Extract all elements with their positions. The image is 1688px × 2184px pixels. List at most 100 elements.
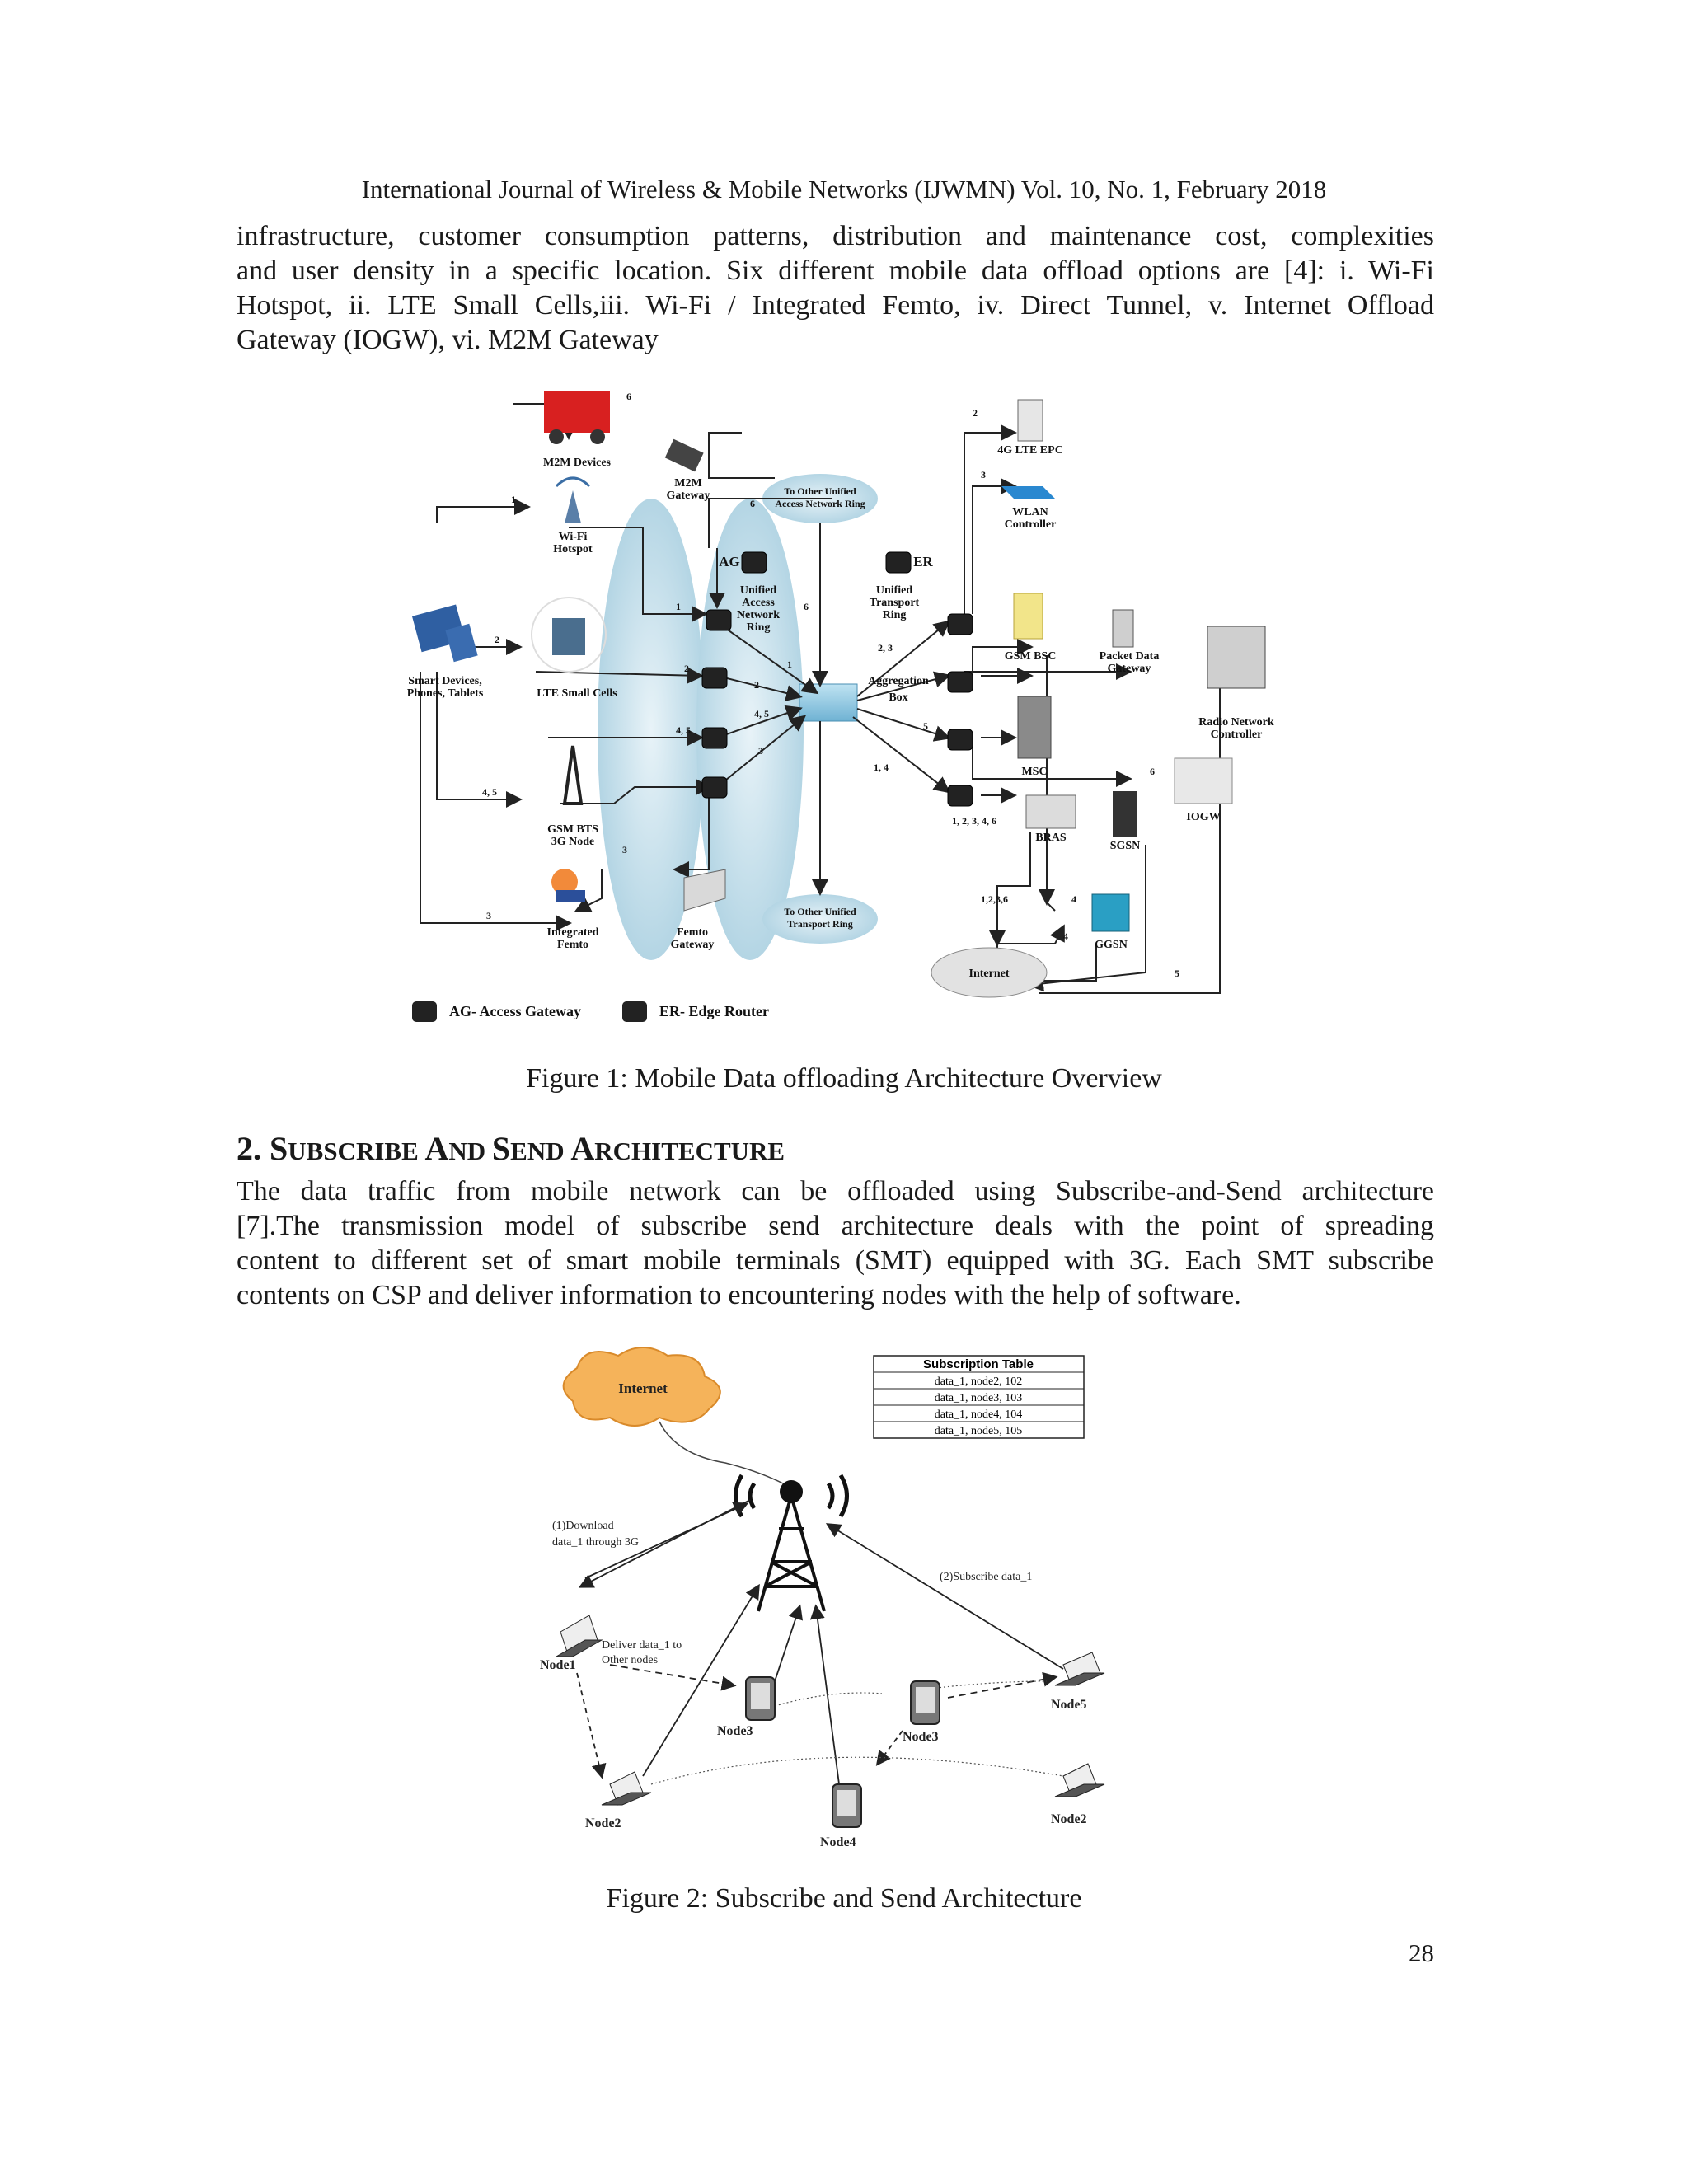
msc-icon [1017, 696, 1052, 759]
wlan-icon [1001, 486, 1055, 499]
edge-number: 4, 5 [676, 724, 691, 736]
label: Transport Ring [787, 918, 852, 930]
label: 3G Node [551, 836, 595, 848]
legend-ag-icon [412, 1001, 437, 1022]
paragraph-2-line: content to different set of smart mobile… [237, 1245, 1434, 1276]
label: Gateway [1108, 663, 1151, 675]
paragraph-1: infrastructure, customer consumption pat… [237, 219, 1434, 358]
deliver-label: Other nodes [602, 1654, 658, 1666]
edge-number: 2 [754, 679, 759, 691]
label: Unified [740, 584, 777, 597]
label: Access [742, 597, 775, 609]
gateway-icon [741, 551, 767, 574]
section-title-char: A [570, 1130, 595, 1167]
label: Network [737, 609, 780, 621]
edge-number: 3 [486, 910, 491, 921]
label: Integrated [547, 926, 599, 939]
label: To Other Unified [784, 485, 856, 497]
phone-icon [832, 1783, 862, 1828]
internet-label: Internet [618, 1380, 668, 1396]
legend-er-icon [622, 1001, 647, 1022]
router-icon [947, 613, 973, 635]
lte-cell-icon [552, 618, 585, 655]
edge-number: 1,2,3,6 [981, 893, 1008, 905]
table-title: Subscription Table [923, 1357, 1034, 1371]
ggsn-icon [1091, 893, 1130, 932]
edge-number: 1 [511, 494, 516, 505]
label: BRAS [1035, 832, 1067, 844]
label: Radio Network [1198, 716, 1274, 729]
iogw-icon [1174, 757, 1233, 804]
epc-icon [1017, 399, 1043, 442]
label: Smart Devices, [408, 675, 481, 687]
node-label: Node3 [903, 1730, 939, 1744]
label: SGSN [1110, 840, 1141, 852]
subscribe-label: (2)Subscribe data_1 [940, 1571, 1032, 1583]
edge-number: 3 [758, 745, 763, 757]
edge-number: 4 [1063, 930, 1068, 942]
section-title-smallcaps: RCHITECTURE [594, 1137, 785, 1165]
edge-number: 1 [676, 601, 681, 612]
node-label: Node5 [1051, 1698, 1087, 1712]
section-number: 2. [237, 1130, 261, 1167]
phone-icon [910, 1680, 940, 1725]
paragraph-2-line: The data traffic from mobile network can… [237, 1176, 1434, 1207]
label: MSC [1021, 766, 1047, 778]
label: Femto [557, 939, 588, 951]
node-label: Node3 [717, 1724, 753, 1738]
paragraph-2-line: contents on CSP and deliver information … [237, 1280, 1241, 1310]
edge-number: 2 [495, 634, 499, 645]
edge-number: 1 [787, 658, 792, 670]
paragraph-1-line: infrastructure, customer consumption pat… [237, 221, 1434, 251]
label: WLAN [1012, 506, 1048, 518]
edge-number: 2 [973, 407, 978, 419]
label: M2M [674, 477, 701, 490]
download-label: data_1 through 3G [552, 1536, 639, 1549]
label: M2M Devices [543, 457, 612, 469]
gateway-icon [706, 609, 732, 631]
label: GSM BTS [547, 823, 598, 836]
tower-icon [562, 745, 584, 805]
router-icon [947, 729, 973, 751]
edge-number: 6 [1150, 766, 1155, 777]
router-icon [885, 551, 912, 574]
gateway-icon [701, 776, 728, 799]
pdg-icon [1112, 609, 1134, 648]
label: Ring [747, 621, 771, 634]
m2m-gateway-icon [664, 438, 704, 472]
legend-ag-label: AG- Access Gateway [449, 1003, 581, 1019]
cell-tower-icon [734, 1474, 849, 1612]
gsm-bsc-icon [1013, 593, 1043, 640]
laptop-icon [1054, 1652, 1105, 1686]
download-label: (1)Download [552, 1520, 614, 1532]
edge-number: 3 [622, 844, 627, 855]
label: ER [913, 554, 933, 569]
other-transport-ring [762, 894, 878, 944]
bras-icon [1025, 794, 1076, 829]
label: 4G LTE EPC [997, 444, 1063, 457]
paragraph-1-line: Hotspot, ii. LTE Small Cells,iii. Wi-Fi … [237, 290, 1434, 321]
femto-gateway-icon [683, 869, 726, 912]
section-title-smallcaps: ND [448, 1137, 492, 1165]
phone-icon [445, 623, 478, 663]
node-label: Node4 [820, 1835, 856, 1849]
sgsn-icon [1113, 791, 1137, 837]
edge-number: 5 [1175, 968, 1179, 979]
node-label: Node2 [585, 1816, 621, 1830]
figure-1-caption: Figure 1: Mobile Data offloading Archite… [526, 1063, 1162, 1094]
paragraph-1-line: Gateway (IOGW), vi. M2M Gateway [237, 325, 659, 355]
deliver-label: Deliver data_1 to [602, 1639, 682, 1652]
wifi-icon [565, 490, 581, 523]
label: LTE Small Cells [537, 687, 617, 700]
label: Packet Data [1100, 650, 1160, 663]
figure-2-diagram: Internet Subscription Table data_1, node… [540, 1347, 1105, 1849]
section-title-char: S [491, 1130, 511, 1167]
paragraph-2: The data traffic from mobile network can… [237, 1174, 1434, 1313]
internet-cloud [931, 947, 1048, 998]
edge-number: 4, 5 [482, 786, 497, 798]
label: Transport [870, 597, 920, 609]
subscription-table: Subscription Table data_1, node2, 102 da… [873, 1355, 1085, 1439]
section-title-char: A [424, 1130, 449, 1167]
edge-number: 6 [750, 498, 755, 509]
